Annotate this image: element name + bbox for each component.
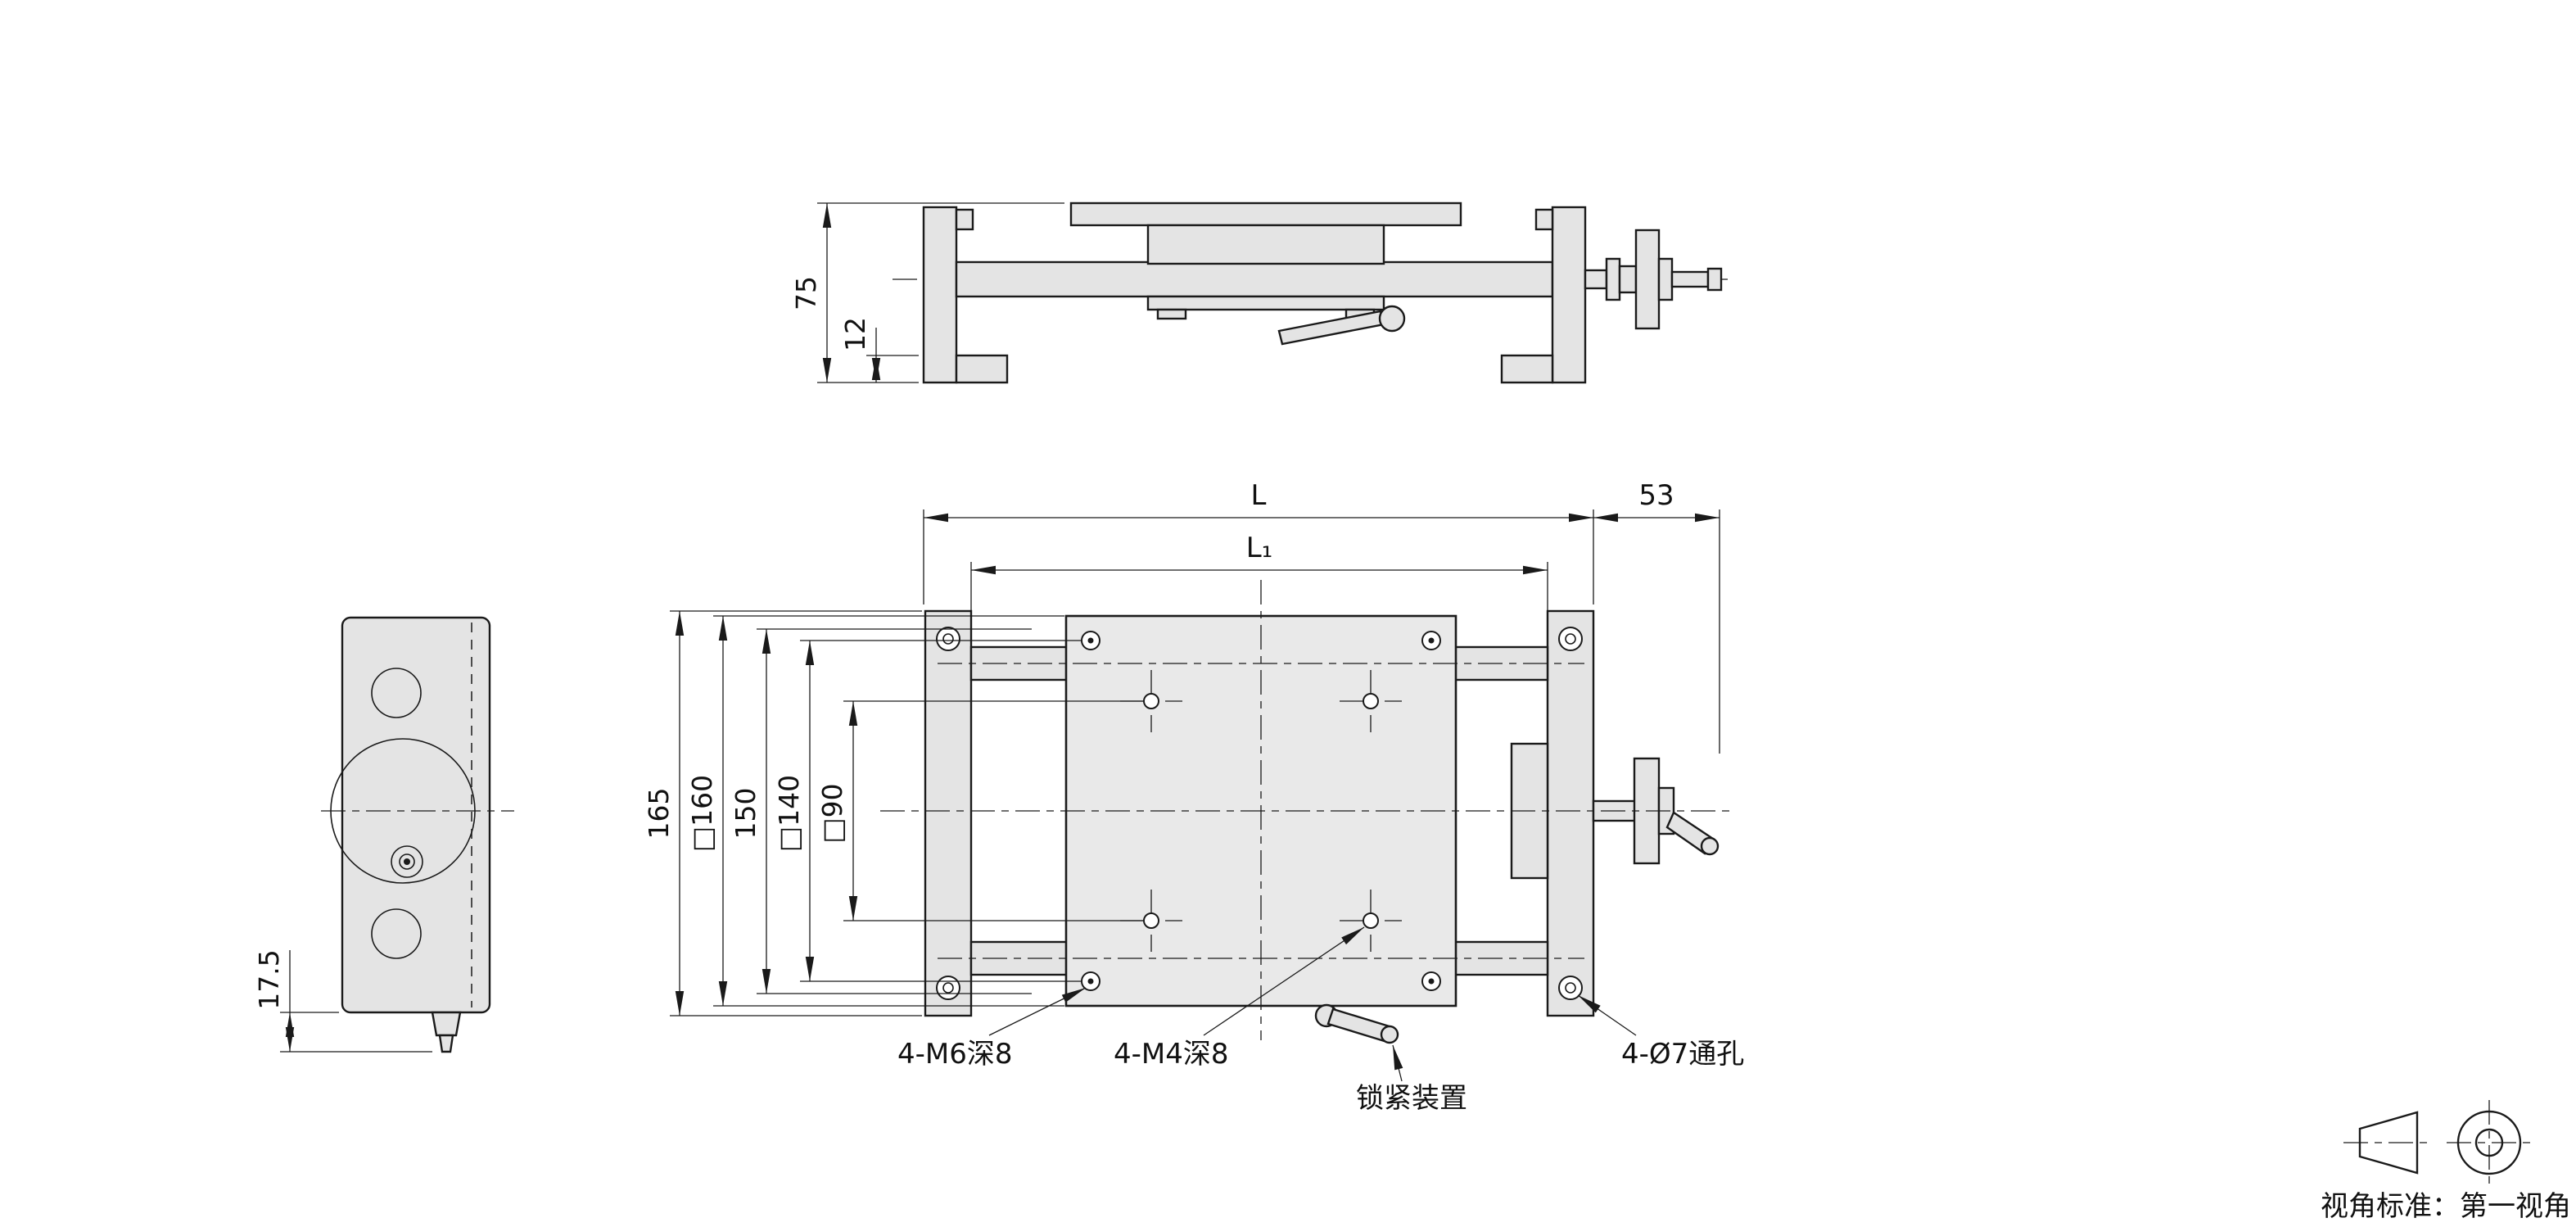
bracket-hole <box>1558 627 1583 651</box>
right-end-plate-side <box>1500 206 1587 384</box>
bracket-hole <box>936 976 960 1000</box>
callout-lock: 锁紧装置 <box>1356 1044 1467 1115</box>
dimension-handwheel-53: 53 <box>1593 479 1720 754</box>
moving-table-side <box>1069 201 1462 320</box>
plan-view: L 53 L₁ 165 □160 <box>643 479 1744 1115</box>
label-m6-text: 4-M6深8 <box>897 1038 1013 1071</box>
m6-screw <box>1081 971 1100 991</box>
callout-through-hole: 4-Ø7通孔 <box>1577 994 1744 1071</box>
dimension-rail-150: 150 <box>730 628 1032 994</box>
guide-beam-side <box>955 260 1554 298</box>
bottom-knob <box>431 1011 462 1053</box>
end-view-body <box>341 616 491 1014</box>
dimension-base-12: 12 <box>839 317 919 383</box>
callout-m6: 4-M6深8 <box>897 987 1087 1071</box>
end-view-lower-hole <box>371 908 422 959</box>
dim-75-text: 75 <box>790 276 822 310</box>
m4-hole <box>1340 890 1402 952</box>
dimension-knob-17-5: 17.5 <box>253 949 432 1053</box>
dim-17-5-text: 17.5 <box>253 949 285 1009</box>
dim-90-text: □90 <box>816 783 848 843</box>
m4-hole <box>1340 670 1402 732</box>
label-m4-text: 4-M4深8 <box>1114 1038 1229 1071</box>
handwheel-boss-circle <box>330 738 476 884</box>
lock-lever-side <box>1277 305 1406 346</box>
m6-screw <box>1421 631 1441 650</box>
label-lock-text: 锁紧装置 <box>1356 1082 1467 1115</box>
bracket-hole <box>1558 976 1583 1000</box>
callout-m4: 4-M4深8 <box>1114 926 1365 1071</box>
dim-53-text: 53 <box>1638 479 1674 512</box>
dimension-table-160: □160 <box>686 615 1064 1007</box>
dimension-length-L1: L₁ <box>970 532 1548 641</box>
end-view-upper-hole <box>371 668 422 718</box>
bracket-hole <box>936 627 960 651</box>
lock-screw-circle <box>391 845 423 878</box>
projection-symbol: 视角标准：第一视角 <box>2321 1100 2571 1223</box>
dimension-length-L: L <box>923 479 1594 604</box>
m6-screw <box>1081 631 1100 650</box>
dim-165-text: 165 <box>643 788 675 840</box>
dimension-m4-90: □90 <box>816 700 1143 921</box>
side-end-view: 17.5 <box>253 616 514 1053</box>
dimension-m6-140: □140 <box>773 640 1081 982</box>
right-bracket-plate <box>1546 609 1595 1017</box>
dim-12-text: 12 <box>839 317 871 351</box>
m6-screw <box>1421 971 1441 991</box>
dim-150-text: 150 <box>730 788 762 840</box>
lock-lever-plan <box>1314 1003 1399 1044</box>
first-angle-frustum-icon <box>2343 1111 2434 1175</box>
dim-160-text: □160 <box>686 775 718 852</box>
dim-140-text: □140 <box>773 775 805 852</box>
leadscrew-shaft <box>1592 799 1638 822</box>
first-angle-circles-icon <box>2447 1100 2532 1185</box>
dim-L1-text: L₁ <box>1246 532 1273 564</box>
dimension-width-165: 165 <box>643 610 922 1016</box>
left-bracket-plate <box>924 609 973 1017</box>
projection-note-text: 视角标准：第一视角 <box>2321 1190 2571 1223</box>
left-end-plate-side <box>922 206 1009 384</box>
top-view-elevation: 75 12 <box>790 201 1732 384</box>
handwheel-side <box>1584 229 1723 330</box>
dim-L-text: L <box>1251 479 1267 512</box>
dimension-height-75: 75 <box>790 202 1064 383</box>
label-through-text: 4-Ø7通孔 <box>1621 1038 1744 1071</box>
